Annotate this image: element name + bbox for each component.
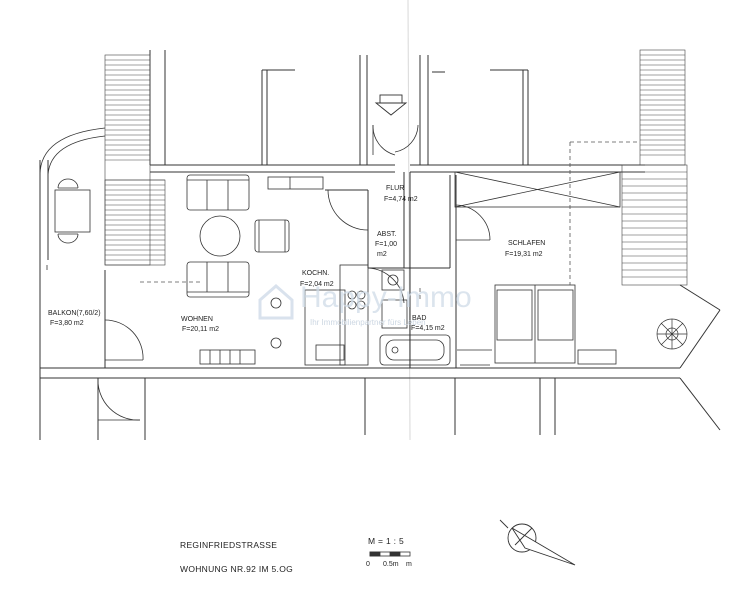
room-name-kochn: KOCHN.	[302, 270, 329, 277]
balcony-table	[54, 189, 91, 233]
stair-left	[104, 54, 166, 266]
title-block: REGINFRIEDSTRASSE WOHNUNG NR.92 IM 5.OG …	[180, 536, 412, 574]
room-name-bad: BAD	[412, 315, 426, 322]
unit-name: WOHNUNG NR.92 IM 5.OG	[180, 564, 293, 574]
doors	[97, 124, 491, 421]
scalebar-zero: 0	[366, 561, 370, 568]
bathtub	[379, 334, 451, 366]
balcony	[39, 127, 106, 270]
coffee-table	[199, 215, 241, 257]
watermark: Happy-Immo Ihr Immobilienpartner fürs Le…	[258, 281, 472, 327]
armchair	[254, 219, 290, 253]
dashed-outlines	[140, 141, 640, 300]
room-area-schlafen: F=19,31 m2	[505, 251, 543, 258]
room-name-flur: FLUR	[386, 185, 404, 192]
bathroom	[379, 299, 451, 366]
room-area-abst-2: m2	[377, 251, 387, 258]
room-area-bad: F=4,15 m2	[411, 325, 445, 332]
room-area-flur: F=4,74 m2	[384, 196, 418, 203]
room-area-abst-1: F=1,00	[375, 241, 397, 248]
scalebar-half: 0.5m	[383, 561, 399, 568]
room-name-wohnen: WOHNEN	[181, 316, 213, 323]
sofa-bottom	[186, 261, 250, 298]
north-arrow-icon	[499, 519, 576, 566]
house-logo-icon	[258, 284, 294, 320]
scale-bar	[369, 551, 411, 557]
room-name-abst: ABST.	[377, 231, 397, 238]
room-labels: FLUR F=4,74 m2 SCHLAFEN F=19,31 m2 ABST.…	[48, 185, 545, 333]
entry-arrow-icon	[374, 94, 408, 116]
room-name-balkon: BALKON(7,60/2)	[48, 310, 101, 317]
sideboard	[199, 349, 256, 365]
street-name: REGINFRIEDSTRASSE	[180, 540, 277, 550]
sofa-top	[186, 174, 250, 211]
watermark-tagline: Ihr Immobilienpartner fürs Leben	[310, 318, 426, 327]
stair-right	[621, 49, 688, 286]
room-area-balkon: F=3,80 m2	[50, 320, 84, 327]
scalebar-end: m	[406, 561, 412, 568]
bedroom	[454, 171, 621, 366]
living-furniture	[186, 174, 324, 365]
plant-icon	[656, 318, 688, 350]
watermark-brand: Happy-Immo	[300, 281, 472, 314]
room-area-wohnen: F=20,11 m2	[182, 326, 219, 333]
room-area-kochn: F=2,04 m2	[300, 281, 334, 288]
scale-label: M = 1 : 5	[368, 536, 404, 546]
kitchen	[304, 264, 405, 366]
room-name-schlafen: SCHLAFEN	[508, 240, 545, 247]
